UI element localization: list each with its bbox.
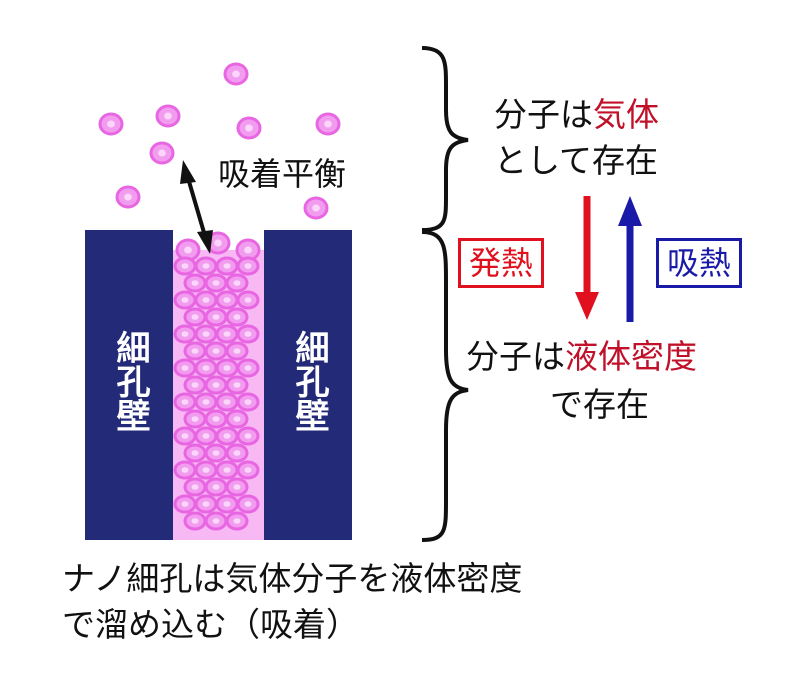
- molecule-core: [191, 416, 199, 422]
- molecule-core: [214, 239, 222, 247]
- brace-lower: [421, 230, 469, 542]
- molecule-core: [212, 280, 220, 286]
- molecule-core: [233, 484, 241, 490]
- pore-molecules: [173, 231, 261, 531]
- liquid-state-line2: で存在: [550, 385, 649, 424]
- caption-line2: で溜め込む（吸着）: [62, 605, 359, 644]
- molecule-core: [244, 433, 252, 439]
- molecule-core: [202, 331, 210, 337]
- molecule-core: [191, 450, 199, 456]
- molecule-core: [212, 382, 220, 388]
- molecule-core: [245, 124, 253, 132]
- molecule-core: [223, 501, 231, 507]
- molecule-core: [233, 416, 241, 422]
- molecule-core: [181, 365, 189, 371]
- molecule-core: [232, 70, 240, 78]
- molecule-core: [223, 399, 231, 405]
- molecule-core: [202, 399, 210, 405]
- molecule-core: [212, 484, 220, 490]
- molecule-core: [181, 263, 189, 269]
- heat-absorb-arrow: [618, 196, 642, 322]
- molecule-core: [223, 331, 231, 337]
- gas-state-line1: 分子は気体: [494, 98, 659, 131]
- molecule-core: [202, 365, 210, 371]
- molecule-core: [223, 433, 231, 439]
- molecule-core: [324, 120, 332, 128]
- molecule-core: [212, 314, 220, 320]
- molecule-core: [191, 280, 199, 286]
- wall-label-left: 細孔壁: [110, 330, 150, 432]
- equilibrium-arrow: [180, 160, 213, 254]
- molecule-core: [244, 297, 252, 303]
- molecule-core: [191, 314, 199, 320]
- caption-line1: ナノ細孔は気体分子を液体密度: [62, 559, 523, 598]
- molecule-core: [107, 120, 115, 128]
- molecule-core: [244, 246, 252, 254]
- molecule-core: [244, 365, 252, 371]
- molecule-core: [212, 518, 220, 524]
- molecule-core: [181, 399, 189, 405]
- molecule-core: [202, 433, 210, 439]
- liquid-state-highlight: 液体密度: [565, 337, 697, 376]
- molecule-core: [191, 382, 199, 388]
- pore-wall-right: [264, 230, 352, 540]
- molecule-core: [223, 297, 231, 303]
- liquid-state-prefix: 分子は: [466, 337, 565, 376]
- molecule-core: [191, 348, 199, 354]
- gas-state-prefix: 分子は: [494, 95, 593, 134]
- molecule-core: [184, 246, 192, 254]
- wall-label-right: 細孔壁: [289, 330, 329, 432]
- molecule-core: [212, 450, 220, 456]
- molecule-core: [202, 297, 210, 303]
- gas-state-highlight: 気体: [593, 95, 659, 134]
- heat-release-arrow: [575, 196, 599, 320]
- molecule-core: [124, 193, 132, 201]
- liquid-state-line1: 分子は液体密度: [466, 340, 697, 373]
- molecule-core: [223, 365, 231, 371]
- molecule-core: [233, 314, 241, 320]
- molecule-core: [233, 348, 241, 354]
- molecule-core: [191, 484, 199, 490]
- molecule-core: [233, 382, 241, 388]
- molecule-core: [244, 467, 252, 473]
- pore-wall-left: [85, 230, 173, 540]
- molecule-core: [312, 204, 320, 212]
- gas-molecules: [98, 62, 341, 220]
- molecule-core: [223, 467, 231, 473]
- molecule-core: [202, 501, 210, 507]
- molecule-core: [212, 416, 220, 422]
- molecule-core: [181, 331, 189, 337]
- molecule-core: [244, 399, 252, 405]
- molecule-core: [158, 149, 166, 157]
- molecule-core: [181, 501, 189, 507]
- molecule-core: [164, 112, 172, 120]
- brace-upper: [421, 46, 469, 232]
- molecule-core: [233, 450, 241, 456]
- molecule-core: [244, 263, 252, 269]
- molecule-core: [244, 331, 252, 337]
- gas-state-line2: として存在: [494, 141, 659, 180]
- molecule-core: [191, 518, 199, 524]
- molecule-core: [212, 348, 220, 354]
- heat-release-box: 発熱: [458, 238, 545, 288]
- molecule-core: [202, 263, 210, 269]
- molecule-core: [233, 518, 241, 524]
- molecule-core: [181, 433, 189, 439]
- molecule-core: [181, 467, 189, 473]
- adsorption-equilibrium-label: 吸着平衡: [218, 155, 347, 193]
- molecule-core: [181, 297, 189, 303]
- molecule-core: [233, 280, 241, 286]
- heat-absorb-box: 吸熱: [656, 238, 743, 288]
- molecule-core: [223, 263, 231, 269]
- molecule-core: [202, 467, 210, 473]
- molecule-core: [244, 501, 252, 507]
